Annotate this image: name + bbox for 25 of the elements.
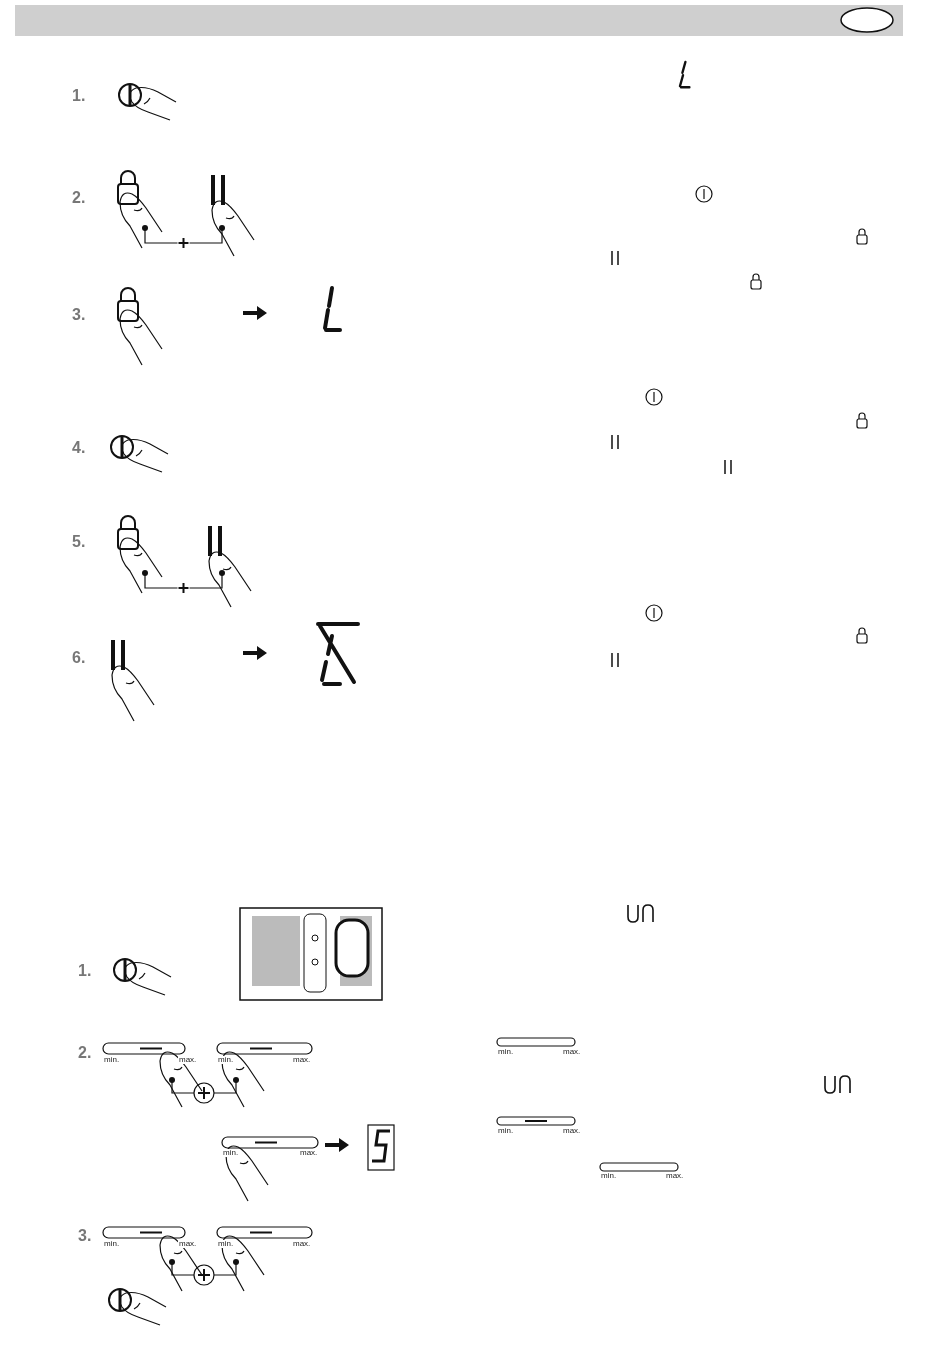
scale-label: max. <box>178 1240 198 1248</box>
step-number: 3. <box>78 1228 92 1244</box>
scale-label: max. <box>292 1056 312 1064</box>
scale-label: max. <box>562 1048 582 1056</box>
step-number: 2. <box>78 1045 92 1061</box>
scale-label: min. <box>103 1056 121 1064</box>
scale-label: max. <box>665 1172 685 1180</box>
scale-label: max. <box>178 1056 198 1064</box>
step-number: 5. <box>72 534 86 550</box>
step-number: 2. <box>72 190 86 206</box>
scale-label: min. <box>497 1127 515 1135</box>
step-number: 4. <box>72 440 86 456</box>
scale-label: min. <box>103 1240 121 1248</box>
scale-label: min. <box>600 1172 618 1180</box>
scale-label: min. <box>217 1240 235 1248</box>
step-number: 1. <box>72 88 86 104</box>
scale-label: min. <box>222 1149 240 1157</box>
scale-label: max. <box>562 1127 582 1135</box>
scale-label: max. <box>292 1240 312 1248</box>
scale-label: min. <box>497 1048 515 1056</box>
scale-label: max. <box>299 1149 319 1157</box>
step-number: 6. <box>72 650 86 666</box>
scale-label: min. <box>217 1056 235 1064</box>
step-number: 1. <box>78 963 92 979</box>
step-number: 3. <box>72 307 86 323</box>
